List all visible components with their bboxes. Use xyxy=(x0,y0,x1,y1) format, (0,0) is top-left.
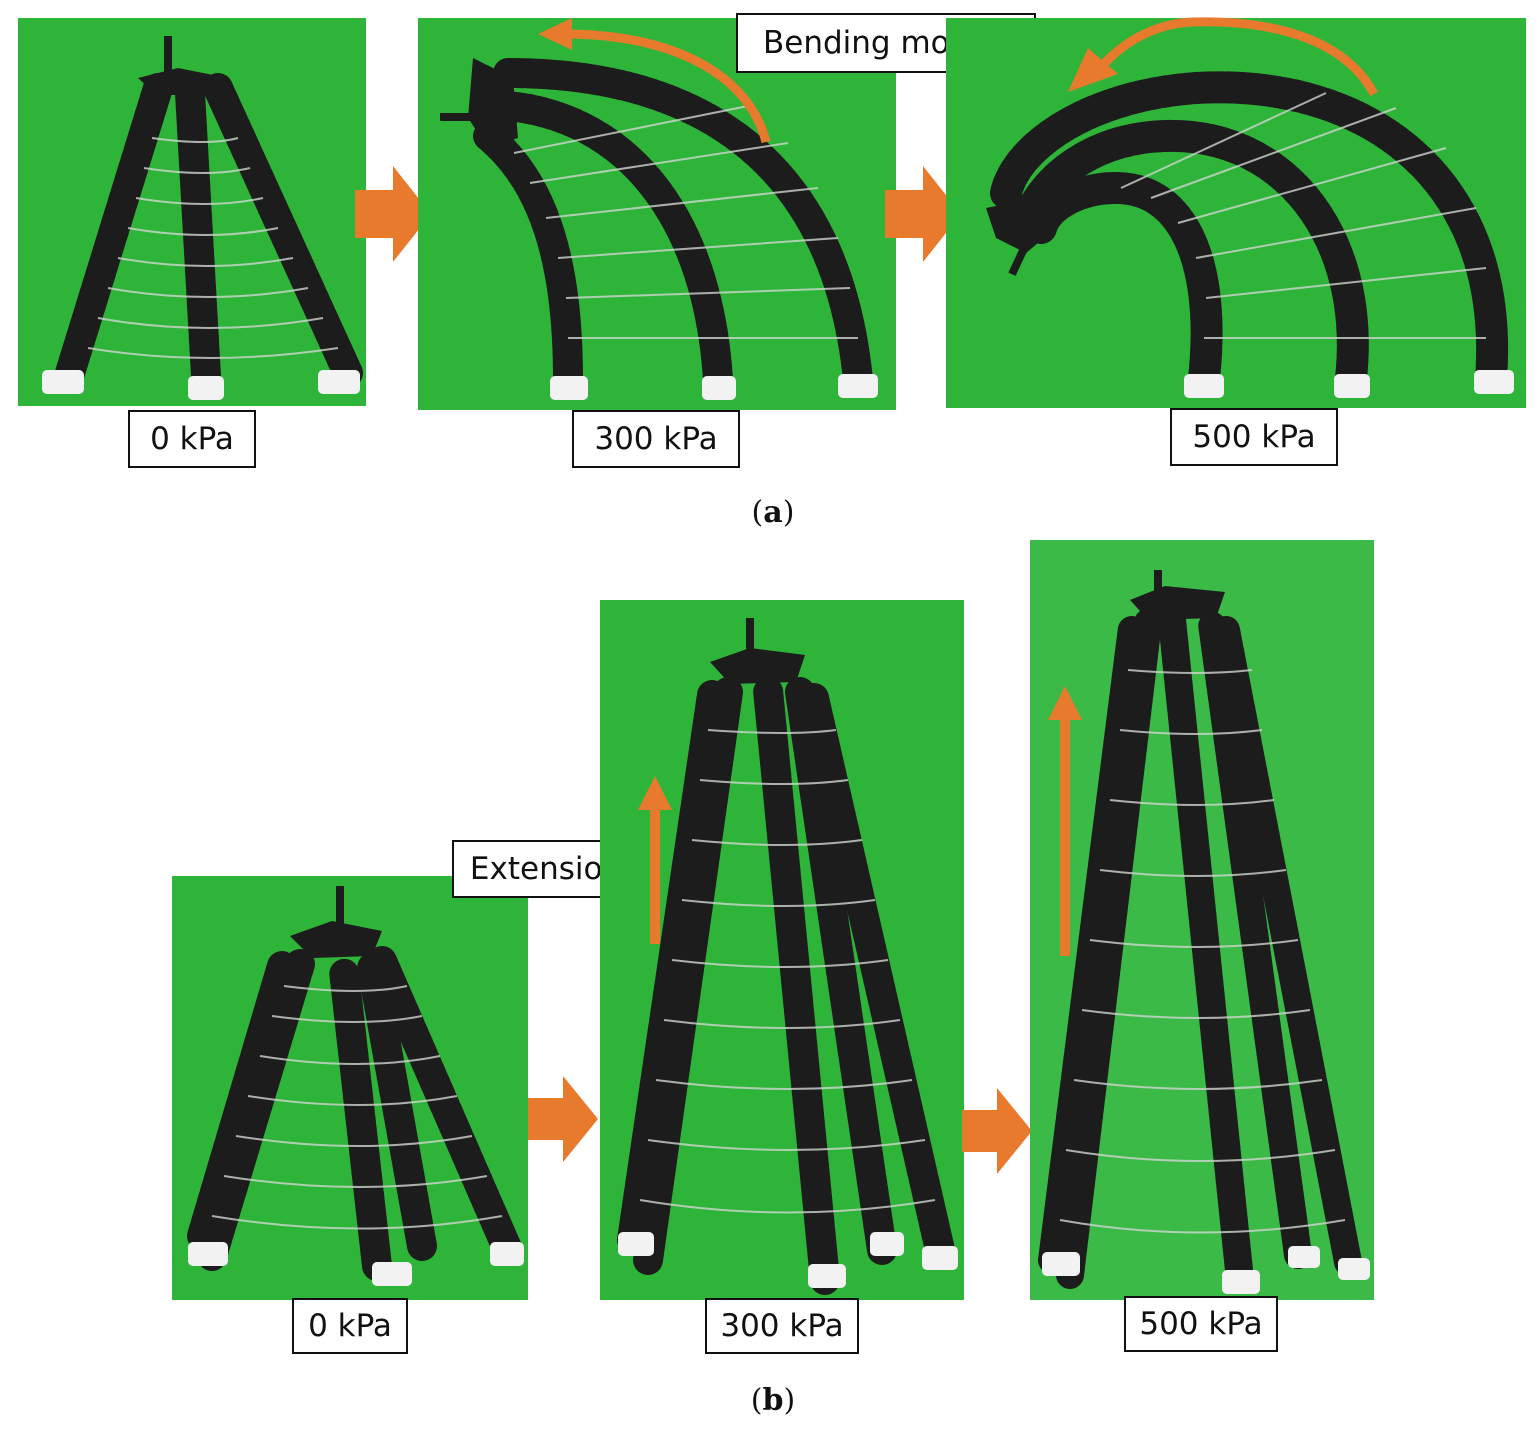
up-arrow-icon xyxy=(1048,686,1082,956)
pressure-label-b-500kpa: 500 kPa xyxy=(1124,1296,1278,1352)
curved-arrow-icon xyxy=(1062,14,1382,100)
photo-b-0kpa xyxy=(172,876,528,1300)
pressure-label-a-0kpa: 0 kPa xyxy=(128,410,256,468)
photo-a-0kpa xyxy=(18,18,366,406)
photo-b-300kpa xyxy=(600,600,964,1300)
right-arrow-icon xyxy=(962,1088,1032,1174)
pressure-label-a-500kpa: 500 kPa xyxy=(1170,408,1338,466)
pressure-label-b-300kpa: 300 kPa xyxy=(705,1298,859,1354)
panel-b-caption: (b) xyxy=(750,1383,796,1418)
pressure-label-a-300kpa: 300 kPa xyxy=(572,410,740,468)
photo-a-500kpa xyxy=(946,18,1526,408)
right-arrow-icon xyxy=(885,166,961,262)
right-arrow-icon xyxy=(355,166,431,262)
panel-a-letter: a xyxy=(763,495,783,530)
up-arrow-icon xyxy=(638,776,672,944)
pressure-label-b-0kpa: 0 kPa xyxy=(292,1298,408,1354)
curved-arrow-icon xyxy=(530,18,780,148)
right-arrow-icon xyxy=(528,1076,598,1162)
panel-b-letter: b xyxy=(762,1383,784,1418)
photo-a-300kpa xyxy=(418,18,896,410)
photo-b-500kpa xyxy=(1030,540,1374,1300)
panel-a-caption: (a) xyxy=(751,495,795,530)
